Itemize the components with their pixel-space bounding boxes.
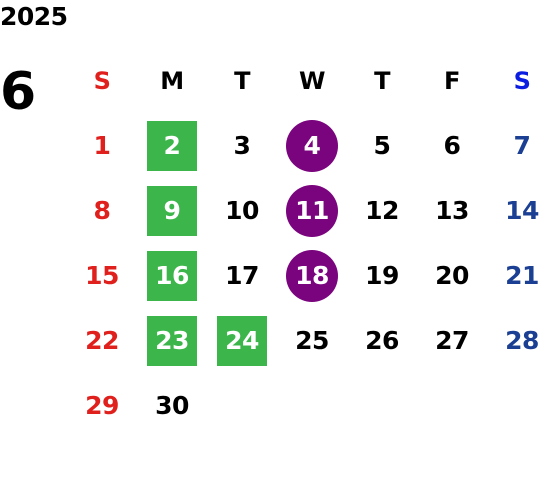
day-number: 2 [147, 120, 197, 171]
day-cell-green: 9 [137, 178, 207, 243]
day-cell-purple: 18 [277, 243, 347, 308]
day-cell-green: 23 [137, 308, 207, 373]
empty-cell [277, 373, 347, 438]
month-number: 6 [0, 62, 37, 122]
weekday-sunday: S [93, 66, 111, 95]
day-number: 23 [147, 315, 197, 366]
day-cell-green: 24 [207, 308, 277, 373]
day-cell: 28 [505, 326, 539, 355]
day-number: 9 [147, 185, 197, 236]
day-cell-purple: 4 [277, 113, 347, 178]
day-cell: 6 [443, 131, 461, 160]
empty-cell [207, 373, 277, 438]
day-cell: 17 [225, 261, 259, 290]
day-cell: 30 [155, 391, 189, 420]
empty-cell [347, 373, 417, 438]
day-number: 24 [217, 315, 267, 366]
day-cell: 12 [365, 196, 399, 225]
day-cell: 22 [85, 326, 119, 355]
weekday-tuesday: T [234, 66, 250, 95]
day-cell: 10 [225, 196, 259, 225]
weekday-saturday: S [513, 66, 531, 95]
day-cell-purple: 11 [277, 178, 347, 243]
calendar-grid: S M T W T F S 1 2 3 4 5 6 7 8 9 10 11 12… [67, 48, 548, 438]
day-cell: 27 [435, 326, 469, 355]
day-cell: 7 [513, 131, 531, 160]
day-cell: 5 [373, 131, 391, 160]
year-label: 2025 [0, 2, 68, 31]
day-cell: 14 [505, 196, 539, 225]
day-number: 4 [286, 119, 338, 172]
day-cell: 19 [365, 261, 399, 290]
day-cell: 1 [93, 131, 111, 160]
empty-cell [417, 373, 487, 438]
day-number: 16 [147, 250, 197, 301]
day-cell: 29 [85, 391, 119, 420]
day-cell: 20 [435, 261, 469, 290]
weekday-monday: M [160, 66, 184, 95]
day-number: 18 [286, 249, 338, 302]
empty-cell [487, 373, 548, 438]
day-cell: 25 [295, 326, 329, 355]
day-cell: 15 [85, 261, 119, 290]
day-cell: 21 [505, 261, 539, 290]
weekday-wednesday: W [299, 66, 325, 95]
day-cell: 8 [93, 196, 111, 225]
weekday-friday: F [444, 66, 460, 95]
day-cell-green: 16 [137, 243, 207, 308]
day-cell-green: 2 [137, 113, 207, 178]
day-cell: 3 [233, 131, 251, 160]
day-cell: 26 [365, 326, 399, 355]
weekday-thursday: T [374, 66, 390, 95]
day-number: 11 [286, 184, 338, 237]
day-cell: 13 [435, 196, 469, 225]
